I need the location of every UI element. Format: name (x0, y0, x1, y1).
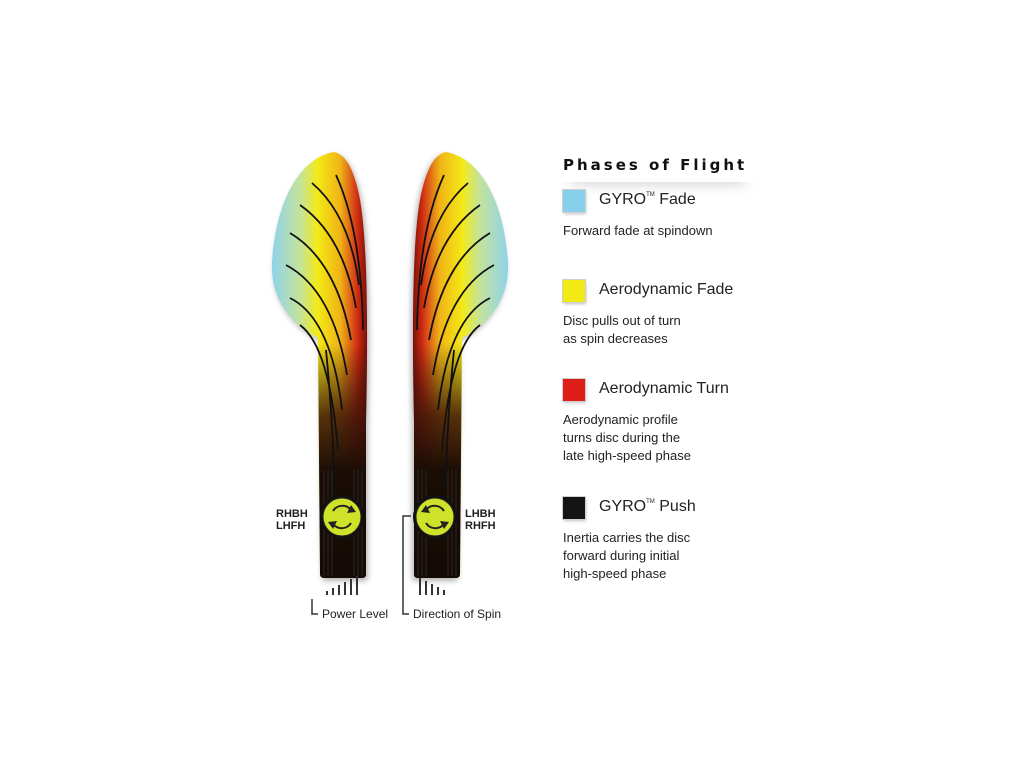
gyro-fade-swatch (563, 190, 585, 212)
right-flight-shape (412, 152, 509, 578)
counterclockwise-spin-icon (413, 495, 457, 539)
clockwise-spin-icon (320, 495, 364, 539)
caption-brackets (311, 515, 411, 615)
legend-item-label: Aerodynamic Fade (599, 281, 734, 298)
power-level-caption: Power Level (322, 607, 389, 621)
spin-ticks-icon (419, 578, 445, 595)
legend-item-desc: Aerodynamic profile turns disc during th… (563, 412, 691, 463)
spin-direction-caption: Direction of Spin (413, 607, 502, 621)
legend-item-desc: Forward fade at spindown (563, 223, 713, 238)
left-throw-label: RHBH LHFH (276, 508, 308, 532)
right-throw-label: LHBH RHFH (465, 508, 496, 532)
legend-title: Phases of Flight (561, 154, 755, 182)
legend-item-label: GYROTM Fade (599, 191, 696, 208)
legend-item-label: GYROTM Push (599, 498, 696, 515)
legend-item-desc: Inertia carries the disc forward during … (563, 530, 691, 581)
aero-turn-swatch (563, 379, 585, 401)
power-level-icon (326, 576, 358, 595)
gyro-push-swatch (563, 497, 585, 519)
left-flight-shape (271, 152, 368, 578)
aero-fade-swatch (563, 280, 585, 302)
legend-item-desc: Disc pulls out of turn as spin decreases (563, 313, 681, 346)
legend-item-label: Aerodynamic Turn (599, 380, 729, 397)
